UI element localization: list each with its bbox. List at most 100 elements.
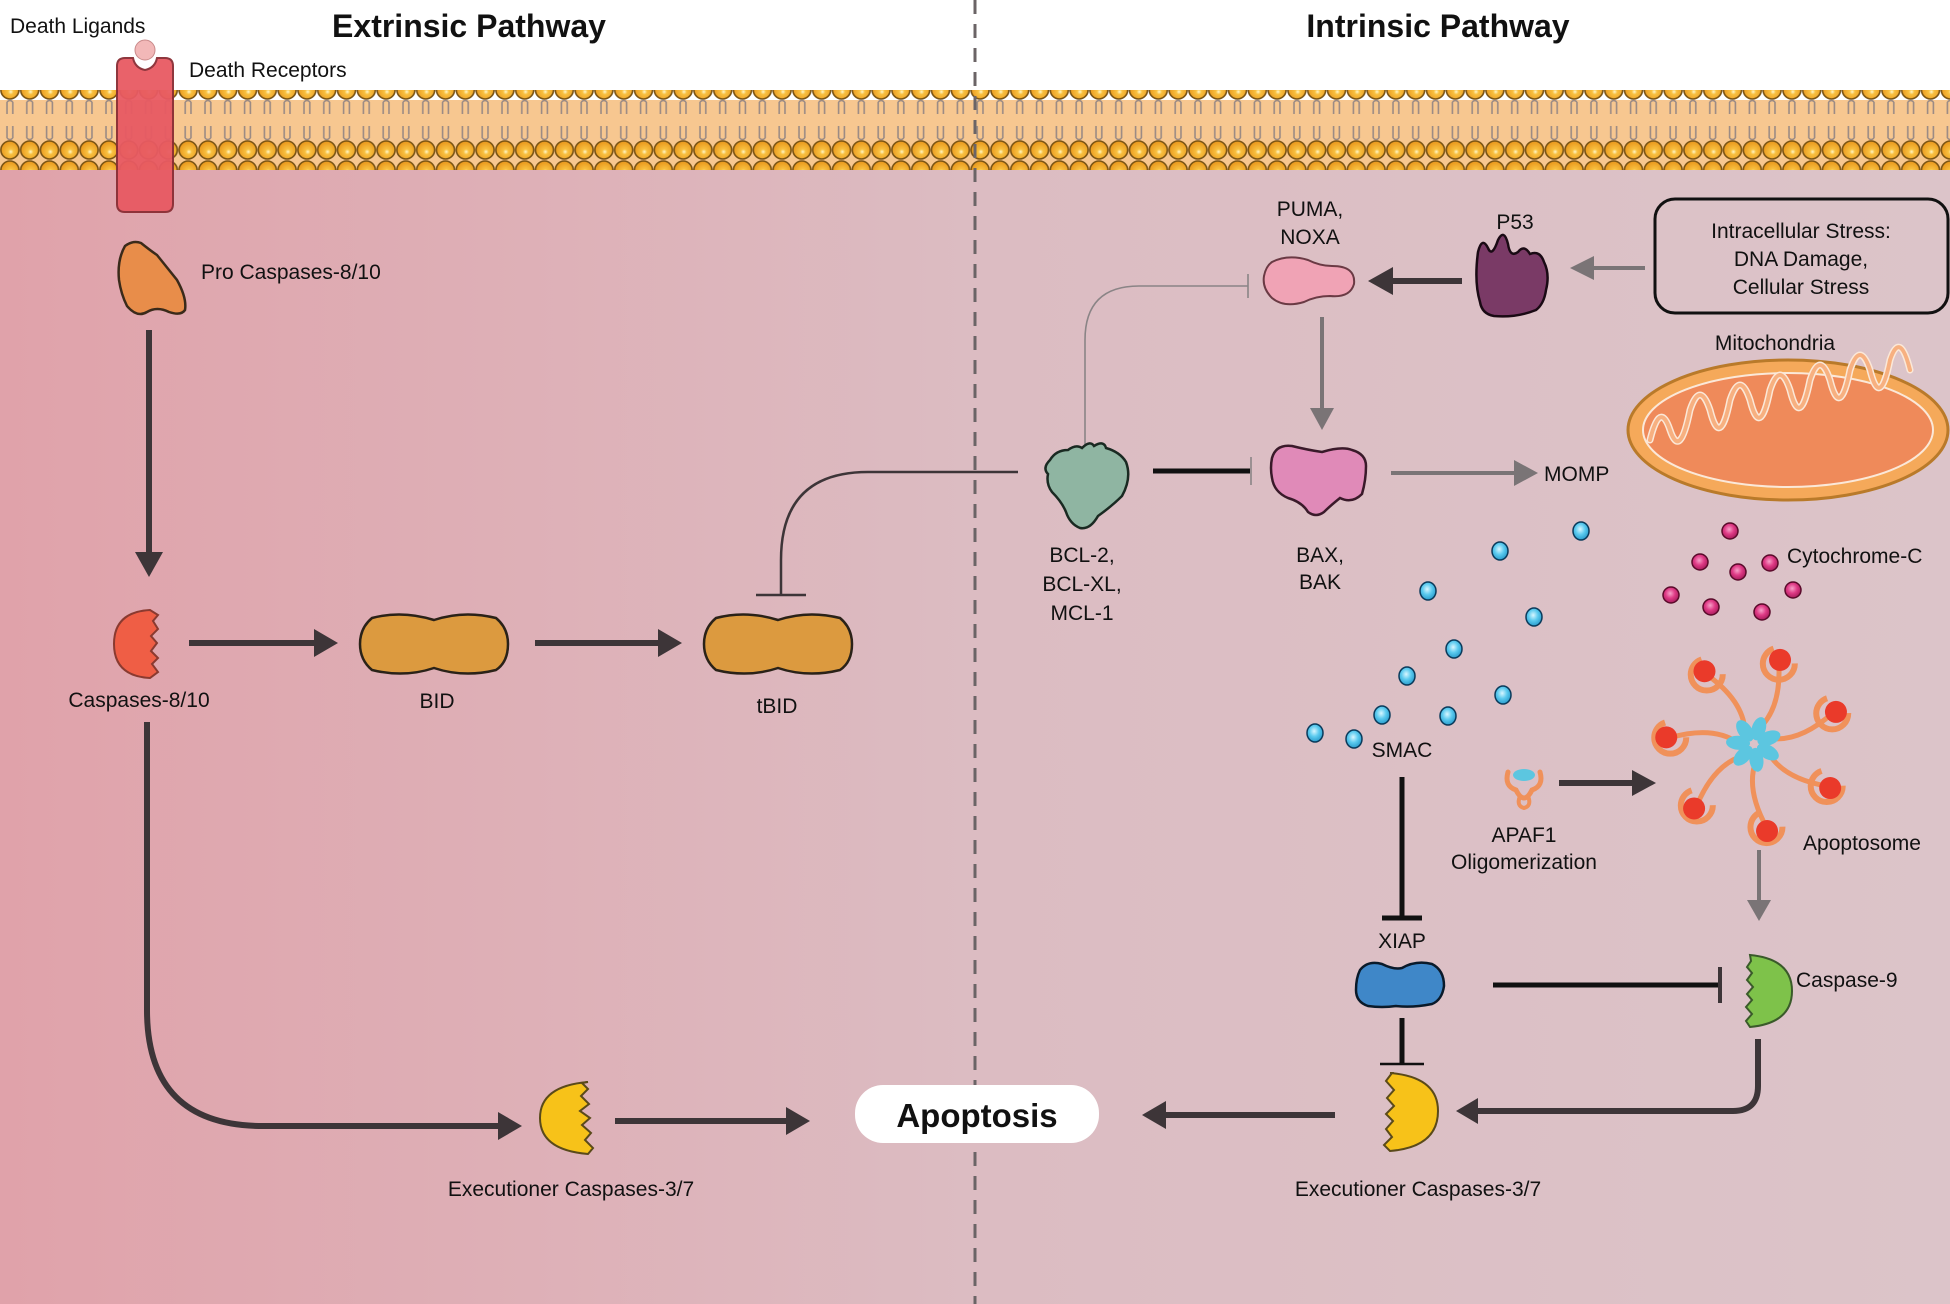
- smac-dot: [1494, 685, 1512, 705]
- apoptosome-cup: [1813, 694, 1852, 733]
- bcl2-label-line1: BCL-2,: [1049, 544, 1114, 567]
- apoptosome-cup: [1807, 767, 1846, 806]
- bax-label-line2: BAK: [1299, 571, 1341, 594]
- cytochrome-c-dot: [1729, 563, 1747, 581]
- pro-caspases-label: Pro Caspases-8/10: [201, 261, 381, 284]
- apoptosome-core-petal: [1757, 730, 1781, 747]
- apoptosome-core-petal: [1733, 745, 1753, 766]
- executioner-caspase-left-icon: [538, 1081, 595, 1156]
- apaf1-icon: [1504, 769, 1544, 811]
- apoptosis-outcome: Apoptosis: [855, 1085, 1099, 1143]
- apoptosome-caspase: [1819, 777, 1842, 800]
- inhibition-xiap-to-caspase9: [1493, 967, 1722, 1003]
- smac-dot: [1491, 541, 1509, 561]
- smac-dot: [1306, 723, 1324, 743]
- smac-dot: [1525, 607, 1543, 627]
- cytochrome-c-dot: [1784, 581, 1802, 599]
- apoptosome-cup: [1677, 786, 1716, 825]
- mitochondria-label: Mitochondria: [1715, 332, 1836, 355]
- apaf1-label-line2: Oligomerization: [1451, 851, 1597, 874]
- bax-bak-icon: [1269, 444, 1368, 517]
- bid-icon: [358, 613, 510, 675]
- arrow-executioner-right-to-apoptosis: [1142, 1101, 1335, 1129]
- apoptosome-cup: [1651, 718, 1690, 757]
- smac-dot: [1445, 639, 1463, 659]
- apaf1-label-line1: APAF1: [1492, 824, 1557, 847]
- apoptosome-cup: [1759, 644, 1798, 683]
- arrow-caspase9-to-executioner: [1456, 1039, 1761, 1124]
- executioner-caspase-right-icon: [1382, 1072, 1440, 1153]
- svg-text:Apoptosis: Apoptosis: [896, 1097, 1057, 1134]
- arrow-stress-to-p53: [1570, 256, 1645, 280]
- extrinsic-pathway-title: Extrinsic Pathway: [332, 8, 606, 44]
- apoptosome-caspase: [1769, 648, 1792, 671]
- bcl2-label-line2: BCL-XL,: [1042, 573, 1121, 596]
- arrow-puma-to-bax: [1310, 317, 1334, 430]
- caspase-9-icon: [1744, 953, 1794, 1029]
- p53-label: P53: [1496, 211, 1533, 234]
- smac-label: SMAC: [1372, 739, 1433, 762]
- smac-dot: [1439, 706, 1457, 726]
- bid-label: BID: [419, 690, 454, 713]
- xiap-icon: [1354, 961, 1446, 1009]
- cytochrome-c-molecules: [1662, 522, 1802, 621]
- intrinsic-pathway-title: Intrinsic Pathway: [1306, 8, 1569, 44]
- bcl2-icon: [1044, 442, 1130, 530]
- arrow-executioner-left-to-apoptosis: [615, 1107, 810, 1135]
- inhibition-xiap-to-executioner: [1380, 1018, 1424, 1066]
- smac-dot: [1373, 705, 1391, 725]
- puma-noxa-icon: [1262, 256, 1356, 306]
- apoptosome-core-petal: [1749, 747, 1764, 772]
- tbid-label: tBID: [757, 695, 798, 718]
- p53-icon: [1475, 233, 1549, 318]
- apoptosome-caspase: [1756, 820, 1779, 843]
- arrow-pro-to-caspase8: [135, 330, 163, 577]
- inhibition-bcl2-to-bax: [1153, 457, 1252, 485]
- apoptosome-core-petal: [1736, 720, 1754, 742]
- puma-label-line1: PUMA,: [1277, 198, 1344, 221]
- apoptosome-icon: [1651, 644, 1852, 847]
- smac-dot: [1345, 729, 1363, 749]
- svg-text:DNA Damage,: DNA Damage,: [1734, 248, 1868, 271]
- svg-text:Intracellular Stress:: Intracellular Stress:: [1711, 220, 1891, 243]
- apoptosome-caspase: [1683, 797, 1706, 820]
- caspases-8-10-label: Caspases-8/10: [68, 689, 209, 712]
- inhibition-bcl2-to-puma: [1084, 274, 1249, 455]
- svg-text:Cellular Stress: Cellular Stress: [1733, 276, 1870, 299]
- cytochrome-c-dot: [1761, 554, 1779, 572]
- smac-molecules: [1306, 521, 1590, 749]
- pro-caspase-icon: [117, 240, 187, 316]
- cytochrome-c-dot: [1721, 522, 1739, 540]
- arrow-p53-to-puma: [1368, 267, 1462, 295]
- inhibition-smac-to-xiap: [1382, 777, 1422, 921]
- apoptosome-caspase: [1693, 660, 1716, 683]
- arrow-caspase8-to-bid: [189, 629, 338, 657]
- cytochrome-c-label: Cytochrome-C: [1787, 545, 1922, 568]
- arrow-apoptosome-to-caspase9: [1747, 850, 1771, 921]
- arrow-bid-to-tbid: [535, 629, 682, 657]
- arrow-bax-to-momp: [1391, 460, 1538, 486]
- puma-label-line2: NOXA: [1280, 226, 1340, 249]
- executioner-left-label: Executioner Caspases-3/7: [448, 1178, 694, 1201]
- apoptosome-caspase: [1824, 700, 1847, 723]
- arrow-caspase8-to-executioner: [144, 722, 522, 1140]
- caspase-8-10-icon: [112, 608, 160, 680]
- caspase-9-label: Caspase-9: [1796, 969, 1898, 992]
- intracellular-stress-box: Intracellular Stress: DNA Damage, Cellul…: [1653, 197, 1950, 315]
- tbid-icon: [702, 613, 854, 675]
- smac-dot: [1419, 581, 1437, 601]
- cytochrome-c-dot: [1702, 598, 1720, 616]
- cytochrome-c-dot: [1662, 586, 1680, 604]
- apoptosome-caspase: [1655, 726, 1678, 749]
- inhibition-bcl2-to-tbid: [756, 470, 1018, 597]
- death-ligands-label: Death Ligands: [10, 15, 145, 38]
- smac-dot: [1398, 666, 1416, 686]
- arrow-apaf1-to-apoptosome: [1559, 770, 1656, 796]
- momp-label: MOMP: [1544, 463, 1609, 486]
- cytochrome-c-dot: [1753, 603, 1771, 621]
- apoptosome-cup: [1747, 808, 1786, 847]
- xiap-label: XIAP: [1378, 930, 1426, 953]
- cytochrome-c-dot: [1691, 553, 1709, 571]
- executioner-right-label: Executioner Caspases-3/7: [1295, 1178, 1541, 1201]
- bcl2-label-line3: MCL-1: [1050, 602, 1113, 625]
